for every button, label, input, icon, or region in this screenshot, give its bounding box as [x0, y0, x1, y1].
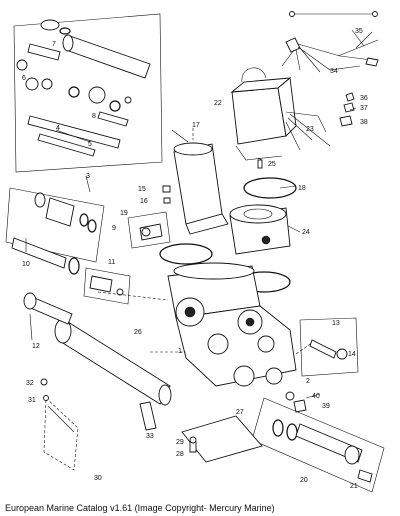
- callout-9: 9: [112, 225, 116, 232]
- bracket-plate: [181, 415, 263, 463]
- callout-21: 21: [350, 483, 358, 490]
- callout-27: 27: [236, 409, 244, 416]
- callout-11: 11: [108, 259, 115, 266]
- callout-39: 39: [322, 403, 330, 410]
- callout-1: 1: [178, 348, 182, 355]
- callout-6: 6: [22, 75, 26, 82]
- callout-22: 22: [214, 100, 222, 107]
- callout-34: 34: [330, 68, 338, 75]
- callout-25: 25: [268, 161, 276, 168]
- callout-14: 14: [348, 351, 356, 358]
- inset-relief-valve-box: [299, 317, 359, 377]
- mounting-bracket: [40, 378, 79, 471]
- o-ring: [159, 243, 213, 265]
- callout-12: 12: [32, 343, 40, 350]
- callout-37: 37: [360, 105, 368, 112]
- pump-body: [229, 204, 291, 255]
- callout-26: 26: [134, 329, 142, 336]
- callout-13: 13: [332, 320, 340, 327]
- callout-16: 16: [140, 198, 148, 205]
- callout-3: 3: [86, 173, 90, 180]
- o-ring: [243, 177, 297, 199]
- callout-5: 5: [88, 141, 92, 148]
- callout-32: 32: [26, 380, 34, 387]
- callout-17: 17: [192, 122, 200, 129]
- callout-38: 38: [360, 119, 368, 126]
- callout-31: 31: [28, 397, 36, 404]
- callout-7: 7: [52, 41, 56, 48]
- manifold-body: [97, 262, 317, 387]
- callout-15: 15: [138, 186, 146, 193]
- callout-4: 4: [56, 125, 60, 132]
- inset-manual-release-box: [251, 397, 385, 493]
- exploded-parts-diagram: 3 35 34 7 22 6 23 36 37 38 4 5 8 17 25 1…: [5, 11, 385, 493]
- callout-2: 2: [306, 378, 310, 385]
- wiring-harness: [281, 11, 379, 73]
- callout-18: 18: [298, 185, 306, 192]
- inset-check-valve-box: [127, 211, 171, 249]
- callout-30: 30: [94, 475, 102, 482]
- callout-19: 19: [120, 210, 128, 217]
- callout-35: 35: [355, 28, 363, 35]
- callout-24: 24: [302, 229, 310, 236]
- pump-motor: [230, 67, 331, 161]
- inset-spool-box: [83, 267, 131, 305]
- callout-36: 36: [360, 95, 368, 102]
- callout-10: 10: [22, 261, 30, 268]
- callout-20: 20: [300, 477, 308, 484]
- callout-40: 40: [312, 393, 320, 400]
- inset-trim-rod-box: [13, 13, 163, 173]
- shaft: [11, 237, 80, 275]
- image-caption: European Marine Catalog v1.61 (Image Cop…: [5, 503, 275, 513]
- callout-23: 23: [306, 126, 314, 133]
- callout-8: 8: [92, 113, 96, 120]
- pin: [139, 401, 157, 431]
- callout-28: 28: [176, 451, 184, 458]
- callout-33: 33: [146, 433, 154, 440]
- hardware-39-40: [285, 391, 307, 413]
- callout-29: 29: [176, 439, 184, 446]
- inset-valve-box: [5, 187, 105, 263]
- callout-labels: 3 35 34 7 22 6 23 36 37 38 4 5 8 17 25 1…: [22, 28, 368, 490]
- trim-cylinder: [23, 292, 172, 406]
- reservoir-cover: [162, 128, 263, 235]
- leader-lines: [25, 29, 365, 399]
